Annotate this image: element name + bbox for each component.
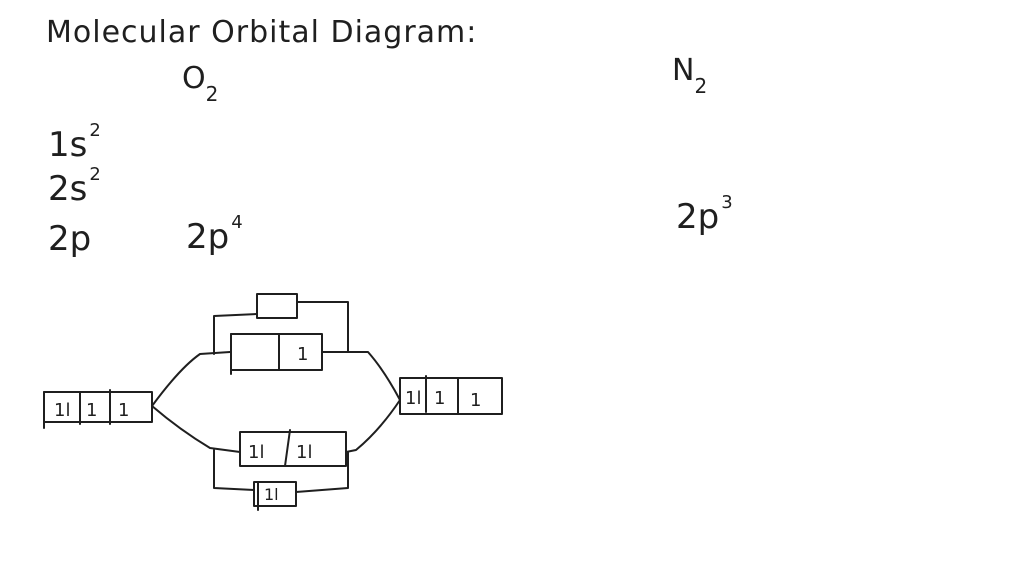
left-orbital-label: 1l <box>54 400 70 421</box>
right-atom-orbitals: 1l 1 1 <box>399 375 503 415</box>
left-orbital-label: 1 <box>118 400 129 421</box>
pi-box-divider <box>284 429 291 467</box>
o2-base: O <box>182 61 206 96</box>
n2-subscript: 2 <box>694 74 708 98</box>
config-2s-base: 2s <box>48 169 88 209</box>
pi-orbital-box <box>239 431 347 467</box>
right-orbital-label: 1 <box>470 390 481 411</box>
right-orbital-label: 1l <box>405 388 421 409</box>
config-1s-base: 1s <box>48 125 88 165</box>
pi-label: 1l <box>248 442 264 463</box>
right-orbital-box <box>399 377 503 415</box>
sigma-label: 1l <box>264 485 279 504</box>
left-to-antibonding-line <box>151 351 231 407</box>
config-2p-nitrogen-base: 2p <box>676 197 720 237</box>
config-2p: 2p <box>48 222 91 256</box>
bonding-to-right-line <box>345 399 401 453</box>
sigma-orbital-box <box>253 481 297 507</box>
left-to-bonding-line <box>151 405 241 453</box>
left-orbital-label: 1 <box>86 400 97 421</box>
config-2p-oxygen-base: 2p <box>186 217 230 257</box>
sigma-star-group <box>213 293 349 355</box>
pi-label: 1l <box>296 442 312 463</box>
config-2p-oxygen-superscript: 4 <box>231 211 243 233</box>
left-atom-orbitals: 1l 1 1 <box>43 389 153 429</box>
config-2p-base: 2p <box>48 219 92 259</box>
right-orbital-label: 1 <box>434 388 445 409</box>
molecule-label-n2: N2 <box>672 53 707 97</box>
pi-group: 1l 1l <box>239 429 347 467</box>
sigma-right-bracket <box>295 451 349 493</box>
config-2s-superscript: 2 <box>89 163 101 185</box>
config-1s-superscript: 2 <box>89 119 101 141</box>
sigma-star-right-bracket <box>296 301 349 353</box>
correlation-lines <box>151 351 401 453</box>
page-title: Molecular Orbital Diagram: <box>46 15 478 50</box>
config-2p-nitrogen-superscript: 3 <box>721 191 733 213</box>
antibonding-to-right-line <box>321 351 401 401</box>
pi-star-label: 1 <box>297 344 308 365</box>
sigma-star-left-bracket <box>213 313 258 355</box>
sigma-star-orbital-box <box>256 293 298 319</box>
n2-base: N <box>672 53 695 88</box>
pi-star-group: 1 <box>230 333 323 375</box>
molecule-label-o2: O2 <box>182 61 218 105</box>
sigma-group: 1l <box>213 449 349 511</box>
sigma-left-bracket <box>213 449 255 491</box>
o2-subscript: 2 <box>205 82 219 106</box>
